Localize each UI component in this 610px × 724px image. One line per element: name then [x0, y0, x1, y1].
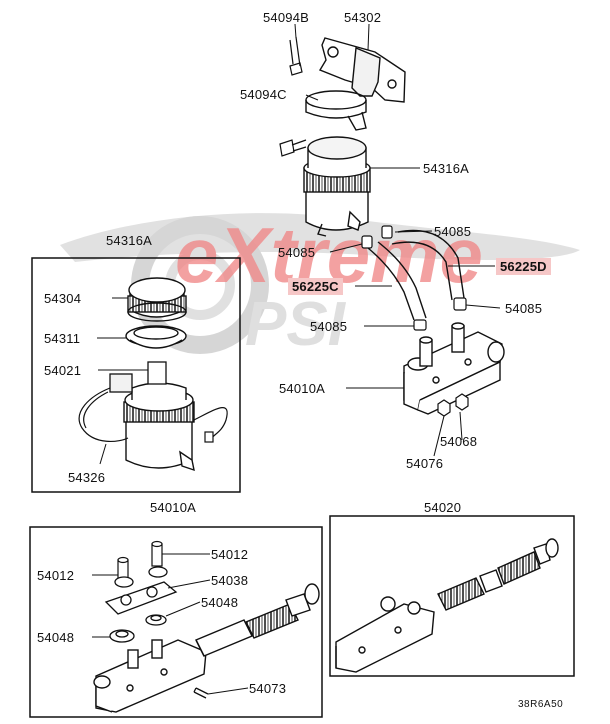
label-54012-b: 54012 [37, 568, 75, 583]
hose-56225C [367, 241, 427, 321]
label-54316A-top: 54316A [423, 161, 470, 176]
label-54021: 54021 [44, 363, 82, 378]
reservoir-body-54316A [123, 382, 195, 472]
bolt-54094B [289, 36, 303, 76]
label-54068: 54068 [440, 434, 478, 449]
label-54085-c: 54085 [505, 301, 543, 316]
grommets-54048 [109, 614, 167, 643]
diaphragm-54311 [125, 325, 187, 349]
label-54020: 54020 [424, 500, 462, 515]
label-54012-a: 54012 [211, 547, 249, 562]
label-54048-a: 54048 [201, 595, 239, 610]
level-sensor-54021 [109, 361, 167, 393]
clamp-band-54094C [305, 90, 367, 131]
label-54094C: 54094C [240, 87, 287, 102]
nut-54068 [455, 393, 469, 411]
label-54085-b: 54085 [278, 245, 316, 260]
label-54010A-box: 54010A [150, 500, 197, 515]
label-54073: 54073 [249, 681, 287, 696]
label-54302: 54302 [344, 10, 382, 25]
master-cylinder-body-detail [93, 639, 207, 713]
label-54076: 54076 [406, 456, 444, 471]
label-54010A-main: 54010A [279, 381, 326, 396]
reservoir-detail-box [31, 257, 241, 493]
label-54311: 54311 [44, 331, 81, 346]
nut-54076 [437, 399, 451, 417]
bracket-54302 [318, 37, 406, 103]
reservoir-54316A [303, 136, 371, 237]
leader-lines [92, 23, 501, 695]
kit-body-54020 [335, 596, 435, 673]
label-54085-d: 54085 [310, 319, 348, 334]
kit-detail-box [329, 515, 575, 677]
master-cylinder-54010A [403, 322, 505, 415]
watermark-sub: PSI [245, 290, 347, 359]
reservoir-cap-54304 [127, 277, 187, 322]
hose-clips-54085 [361, 225, 467, 331]
piston-assembly-detail [195, 583, 320, 657]
label-54048-b: 54048 [37, 630, 75, 645]
label-54316A-box: 54316A [106, 233, 153, 248]
bolt-54094C [279, 139, 307, 157]
label-56225C: 56225C [288, 278, 343, 295]
label-54304: 54304 [44, 291, 82, 306]
plate-54038 [104, 566, 178, 615]
label-54085-a: 54085 [434, 224, 472, 239]
kit-pistons-54020 [437, 538, 559, 611]
sensor-harness-54326 [78, 387, 228, 443]
hose-56225D [391, 229, 465, 301]
label-56225D: 56225D [496, 258, 551, 275]
master-cylinder-detail-box [29, 526, 323, 718]
label-54326: 54326 [68, 470, 106, 485]
inlet-fittings-54012 [117, 540, 163, 581]
label-54038: 54038 [211, 573, 249, 588]
diagram-code: 38R6A50 [518, 699, 564, 710]
pin-54073 [193, 687, 209, 699]
label-54094B: 54094B [263, 10, 310, 25]
